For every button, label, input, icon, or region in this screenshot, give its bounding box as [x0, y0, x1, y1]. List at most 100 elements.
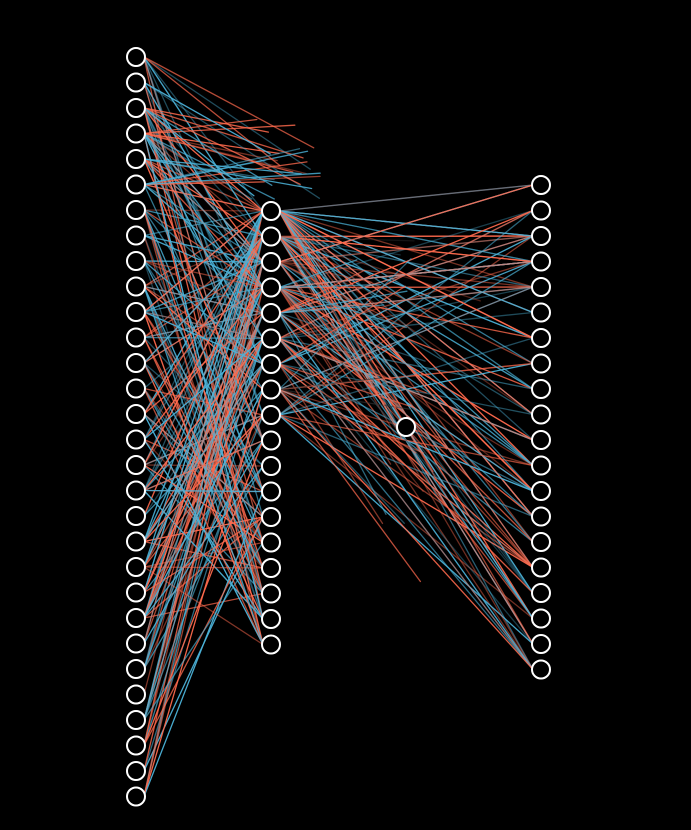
- input-node: [126, 684, 146, 705]
- input-node: [126, 761, 146, 781]
- hidden-partial-edge: [278, 304, 385, 314]
- input-hidden-edge: [143, 132, 264, 238]
- hidden-partial-edge: [278, 269, 366, 314]
- hidden-output-edge: [278, 210, 534, 263]
- hidden-output-edge: [278, 388, 534, 569]
- input-hidden-edge: [143, 566, 264, 646]
- input-hidden-edge: [143, 363, 264, 543]
- output-node: [531, 379, 551, 399]
- input-hidden-edge: [143, 286, 264, 313]
- input-hidden-edge: [143, 210, 264, 313]
- hidden-partial-edge: [278, 363, 417, 454]
- input-fan-edge: [143, 150, 309, 186]
- input-node: [126, 710, 146, 730]
- hidden-node: [261, 252, 281, 272]
- input-fan-edge: [143, 56, 281, 167]
- input-node: [126, 455, 146, 475]
- input-hidden-edge: [143, 235, 264, 798]
- hidden-output-edge: [278, 286, 534, 314]
- hidden-output-edge: [278, 312, 534, 492]
- input-node: [126, 582, 146, 603]
- input-fan-edge: [143, 132, 280, 155]
- input-hidden-edge: [143, 337, 264, 441]
- input-node: [126, 735, 146, 756]
- hidden-partial-edge: [278, 312, 424, 493]
- input-hidden-edge: [143, 260, 264, 365]
- hidden-partial-edge: [278, 377, 381, 391]
- input-node: [126, 72, 146, 93]
- input-hidden-edge: [143, 56, 264, 212]
- output-node: [531, 328, 551, 348]
- input-node: [126, 531, 146, 552]
- input-node: [126, 608, 146, 628]
- input-node: [126, 429, 146, 450]
- hidden-partial-edge: [278, 388, 422, 583]
- output-node: [531, 404, 551, 425]
- hidden-partial-edge: [278, 286, 392, 465]
- detached-node: [396, 417, 416, 437]
- hidden-node: [261, 532, 281, 553]
- input-hidden-edge: [143, 566, 264, 569]
- input-fan-edge: [143, 56, 315, 149]
- hidden-output-edge: [278, 235, 534, 263]
- input-hidden-edge: [143, 235, 264, 288]
- input-fan-edge: [143, 107, 255, 197]
- input-hidden-edge: [143, 235, 264, 415]
- hidden-node: [261, 303, 281, 323]
- input-fan-edge: [143, 132, 275, 200]
- input-hidden-edge: [143, 107, 264, 365]
- hidden-partial-edge: [278, 259, 358, 289]
- input-node: [126, 378, 146, 399]
- hidden-node: [261, 583, 281, 604]
- output-node: [531, 251, 551, 272]
- input-fan-edge: [143, 56, 311, 170]
- hidden-node: [261, 277, 281, 298]
- input-node: [126, 251, 146, 271]
- hidden-output-edge: [278, 184, 534, 212]
- input-node: [126, 480, 146, 501]
- output-node: [531, 532, 551, 552]
- output-node: [531, 481, 551, 501]
- hidden-partial-edge: [278, 363, 380, 446]
- hidden-partial-edge: [278, 286, 407, 329]
- hidden-node: [261, 558, 281, 578]
- input-node: [126, 506, 146, 526]
- hidden-output-edge: [278, 388, 534, 671]
- input-hidden-edge: [143, 439, 264, 492]
- hidden-output-edge: [278, 260, 534, 416]
- hidden-output-edge: [278, 337, 534, 416]
- input-fan-edge: [143, 158, 313, 190]
- hidden-node: [261, 405, 281, 425]
- input-node: [126, 47, 146, 67]
- input-hidden-edge: [143, 158, 264, 340]
- hidden-partial-edge: [278, 235, 448, 450]
- input-node: [126, 149, 146, 169]
- hidden-partial-edge: [278, 261, 406, 329]
- hidden-partial-edge: [278, 261, 373, 283]
- output-node: [531, 506, 551, 527]
- input-hidden-edge: [143, 158, 264, 263]
- input-hidden-edge: [143, 56, 264, 238]
- input-fan-edge: [143, 124, 296, 135]
- hidden-partial-edge: [278, 286, 415, 451]
- hidden-partial-edge: [278, 363, 384, 525]
- input-fan-edge: [143, 81, 271, 155]
- input-node: [126, 633, 146, 654]
- hidden-partial-edge: [278, 312, 426, 362]
- hidden-partial-edge: [278, 210, 403, 440]
- hidden-output-edge: [278, 210, 534, 365]
- hidden-partial-edge: [278, 285, 406, 365]
- input-hidden-edge: [143, 235, 264, 721]
- hidden-output-edge: [278, 209, 534, 314]
- hidden-partial-edge: [278, 388, 405, 524]
- hidden-node: [261, 201, 281, 221]
- hidden-output-edge: [278, 209, 534, 416]
- hidden-output-edge: [278, 184, 534, 212]
- input-node: [126, 404, 146, 424]
- edge-layer: [143, 56, 534, 798]
- input-node: [126, 276, 146, 297]
- input-hidden-edge: [143, 286, 264, 441]
- input-hidden-edge: [143, 438, 264, 569]
- output-node: [531, 353, 551, 374]
